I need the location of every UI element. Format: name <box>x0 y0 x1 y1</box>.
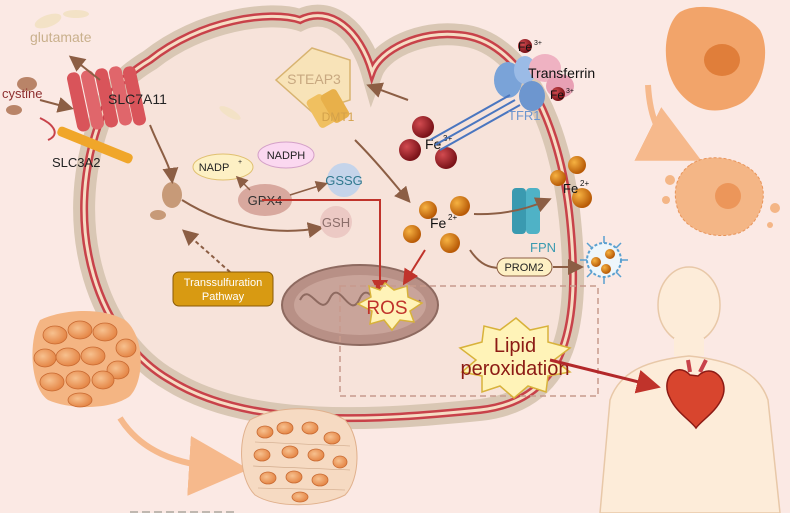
ros-burst: ROS <box>356 281 424 332</box>
nadp-plus-label: NADP <box>199 162 230 174</box>
glutamate-label: glutamate <box>30 29 92 45</box>
fe3-particles-cell <box>399 116 457 169</box>
fe2-particles-outer <box>550 156 592 208</box>
nadph-node: NADPH <box>257 141 315 169</box>
fe2-particles-cell <box>403 196 470 253</box>
fe2-outer-label: Fe <box>563 181 578 196</box>
fe2-inner-sup: 2+ <box>448 213 457 222</box>
cysteine-molecules <box>150 106 241 220</box>
arrow-to-heart <box>549 358 661 394</box>
arrow-gpx4-nadp <box>235 175 251 191</box>
prom2-label: PROM2 <box>504 262 543 274</box>
gssg-label: GSSG <box>325 173 363 188</box>
transferrin-label: Transferrin <box>528 65 595 81</box>
dmt1-channel: DMT1 <box>306 89 355 128</box>
dmt1-label: DMT1 <box>322 110 355 124</box>
fe3-particle-top <box>518 39 532 53</box>
nadp-plus-sup: + <box>238 159 242 166</box>
slc7a11-label: SLC7A11 <box>108 91 167 107</box>
fe2-inner-label: Fe <box>430 215 447 231</box>
nadp-node: NADP + <box>192 153 254 181</box>
steap3-label: STEAP3 <box>287 71 341 87</box>
arrow-gpx4-gssg <box>289 180 328 196</box>
healthy-cell <box>665 6 766 111</box>
slc3a2-label: SLC3A2 <box>52 155 100 170</box>
glutamate-molecules <box>34 10 89 29</box>
prom2-node: PROM2 <box>496 257 553 277</box>
human-heart <box>666 359 725 430</box>
arrow-fe2-to-ros <box>402 249 426 286</box>
arrow-gpx4-inhibit-ros <box>262 199 388 296</box>
fe3-particle-right <box>551 87 565 101</box>
tfr1-label: TFR1 <box>508 108 541 123</box>
transsulfuration-box <box>172 271 274 307</box>
slc3a2-transporter <box>39 117 133 164</box>
arrow-cystine-import <box>39 97 74 113</box>
lipid-label-2: peroxidation <box>461 358 570 380</box>
lipid-label-1: Lipid <box>494 335 536 357</box>
lipid-region <box>339 285 599 397</box>
arrow-to-gsh <box>181 199 324 238</box>
cardiomyocyte-tissue <box>32 310 141 408</box>
arrow-glutamate-export <box>68 55 101 81</box>
fe3-cell-label: Fe <box>425 136 442 152</box>
cystine-label: cystine <box>2 86 42 101</box>
lipid-peroxidation-burst: Lipid peroxidation <box>458 317 572 399</box>
ros-label: ROS <box>366 298 407 319</box>
nadph-label: NADPH <box>267 150 306 162</box>
ferritin-nanoparticle <box>580 236 628 284</box>
arrow-cystine-to-cysteine <box>149 124 179 184</box>
fe3-top-label: Fe <box>518 40 532 54</box>
gssg-node: GSSG <box>325 163 363 197</box>
fibrotic-tissue <box>241 408 358 506</box>
arrow-transsulfuration <box>182 229 231 273</box>
transsulfuration-label-2: Pathway <box>202 291 245 303</box>
fe3-top-sup: 3+ <box>534 40 542 47</box>
gsh-label: GSH <box>322 215 350 230</box>
arrow-cell-transition-1 <box>634 84 702 161</box>
fe3-right-sup: 3+ <box>566 88 574 95</box>
transsulfuration-label-1: Transsulfuration <box>184 277 262 289</box>
arrow-fe2-export <box>473 197 552 216</box>
human-figure <box>599 266 781 513</box>
fe3-right-label: Fe <box>550 88 564 102</box>
arrow-dmt1-to-fe2 <box>354 139 411 204</box>
arrow-fe3-to-steap3 <box>366 82 409 101</box>
gsh-node: GSH <box>320 206 352 238</box>
fe2-outer-sup: 2+ <box>580 179 589 188</box>
ferroptotic-cell <box>662 157 780 236</box>
slc7a11-transporter <box>67 66 146 132</box>
fpn-label: FPN <box>530 240 556 255</box>
cystine-molecules <box>6 77 37 115</box>
arrow-tissue-transition <box>117 416 249 496</box>
